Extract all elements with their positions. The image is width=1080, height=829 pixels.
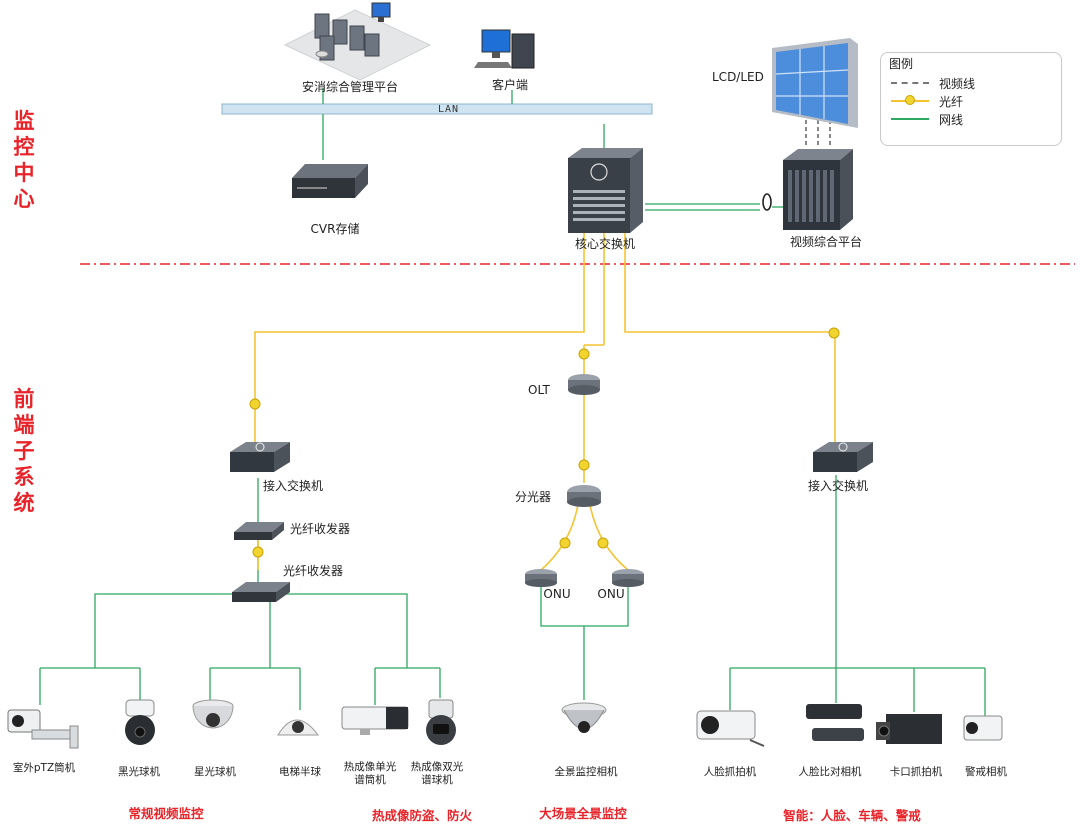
group-label-panorama: 大场景全景监控 <box>539 806 627 821</box>
cvr-storage-icon <box>292 164 368 198</box>
splitter-icon <box>567 485 601 507</box>
transceiver-1-label: 光纤收发器 <box>290 522 351 536</box>
video-wall-icon <box>772 38 858 128</box>
lan-bar <box>221 103 653 115</box>
device-label-thermal-dual: 热成像双光谱球机 <box>410 761 464 786</box>
checkpoint-capture-camera-icon <box>876 714 942 744</box>
group-label-regular: 常规视频监控 <box>128 806 204 821</box>
outdoor-ptz-camera-icon <box>7 709 79 749</box>
elevator-half-dome-icon <box>277 719 319 736</box>
onu-1-label: ONU <box>543 587 571 601</box>
core-switch-label: 核心交换机 <box>574 237 636 251</box>
access-switch-right-icon <box>813 442 873 472</box>
network-cables <box>39 88 986 716</box>
thermal-single-spectrum-camera-icon <box>341 706 409 735</box>
device-label-face-comparison: 人脸比对相机 <box>798 766 862 778</box>
device-label-alert: 警戒相机 <box>965 766 1007 778</box>
device-label-outdoor-ptz: 室外pTZ筒机 <box>12 762 76 774</box>
fiber-cables <box>254 232 836 571</box>
device-label-elevator-dome: 电梯半球 <box>279 766 321 778</box>
group-label-thermal: 热成像防盗、防火 <box>371 808 473 823</box>
face-capture-camera-icon <box>696 710 765 747</box>
video-platform-label: 视频综合平台 <box>789 235 863 249</box>
client-label: 客户端 <box>491 78 529 92</box>
device-label-panoramic: 全景监控相机 <box>554 766 618 778</box>
frontend-side-label: 前端子系统 <box>13 387 35 515</box>
device-label-black-light-dome: 黑光球机 <box>118 766 160 778</box>
fiber-dot-icon <box>905 95 915 105</box>
lan-label: LAN <box>438 104 460 115</box>
device-label-checkpoint: 卡口抓拍机 <box>889 766 943 778</box>
olt-label: OLT <box>528 383 550 397</box>
access-switch-right-label: 接入交换机 <box>808 479 869 493</box>
platform-label: 安消综合管理平台 <box>301 80 399 94</box>
black-light-dome-icon <box>125 699 155 745</box>
fiber-coil-icon <box>762 193 772 211</box>
cvr-label: CVR存储 <box>310 222 360 236</box>
legend-item-fiber: 光纤 <box>891 93 1051 109</box>
transceiver-2-icon <box>232 582 290 602</box>
transceiver-1-icon <box>234 522 284 540</box>
server-cluster-icon <box>283 2 432 81</box>
access-switch-left-icon <box>230 442 290 472</box>
video-platform-icon <box>783 149 853 230</box>
face-comparison-camera-icon <box>806 704 864 741</box>
onu-2-label: ONU <box>597 587 625 601</box>
legend-item-video: 视频线 <box>891 75 1051 91</box>
group-label-smart: 智能：人脸、车辆、警戒 <box>783 808 921 823</box>
fiber-markers <box>249 327 840 558</box>
access-switch-left-label: 接入交换机 <box>263 479 324 493</box>
display-label: LCD/LED <box>712 70 764 84</box>
olt-icon <box>568 374 600 395</box>
video-cables <box>805 120 831 148</box>
device-label-face-capture: 人脸抓拍机 <box>703 766 757 778</box>
onu-2-icon <box>612 569 644 587</box>
legend: 图例 视频线 光纤 网线 <box>880 52 1062 146</box>
onu-1-icon <box>525 569 557 587</box>
alert-camera-icon <box>963 715 1003 741</box>
thermal-dual-spectrum-dome-icon <box>426 699 456 745</box>
legend-item-net: 网线 <box>891 111 1051 127</box>
device-label-starlight-dome: 星光球机 <box>194 766 236 778</box>
client-pc-icon <box>474 29 535 69</box>
splitter-label: 分光器 <box>515 490 552 504</box>
core-switch-icon <box>568 148 643 233</box>
control-center-side-label: 监控中心 <box>13 109 35 211</box>
device-label-thermal-single: 热成像单光谱筒机 <box>343 761 397 786</box>
transceiver-2-label: 光纤收发器 <box>283 564 344 578</box>
legend-title: 图例 <box>889 57 914 71</box>
panoramic-camera-icon <box>561 702 607 733</box>
starlight-dome-icon <box>192 699 234 729</box>
